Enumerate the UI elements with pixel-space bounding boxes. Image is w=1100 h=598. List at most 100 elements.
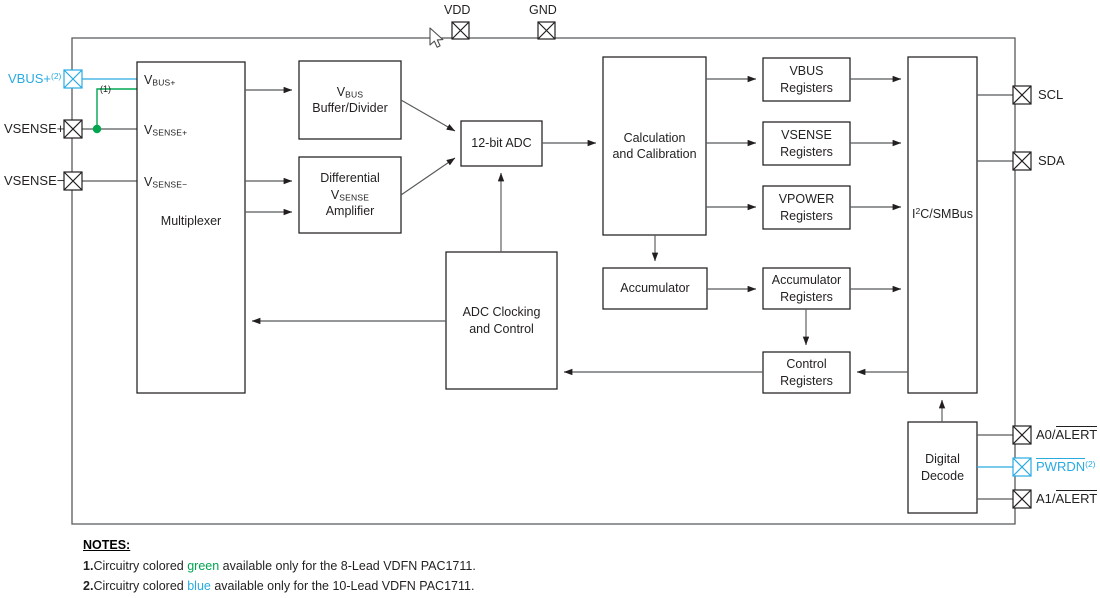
pad-vbus-plus bbox=[63, 69, 83, 89]
diff-amp-line2: VSENSE bbox=[331, 187, 369, 204]
adc-clocking-box bbox=[445, 251, 558, 390]
mux-input-label-vsense-minus: VSENSE− bbox=[144, 175, 187, 191]
vsense-reg-line2: Registers bbox=[780, 144, 833, 159]
a1-overline-alert: ALERT bbox=[1055, 490, 1098, 506]
note-2-number: 2. bbox=[83, 579, 94, 593]
diff-amp-sub: SENSE bbox=[339, 192, 370, 203]
vbus-reg-line1: VBUS bbox=[789, 64, 824, 79]
a0-prefix: A0/ bbox=[1036, 427, 1056, 442]
note-item-2: 2.Circuitry colored blue available only … bbox=[83, 579, 474, 593]
pin-label-pwrdn: PWRDN(2) bbox=[1036, 458, 1096, 474]
vbus-buffer-v: V bbox=[336, 84, 346, 99]
mux-in0-base: V bbox=[144, 73, 153, 87]
decode-pad-leads bbox=[977, 434, 1013, 500]
adc-clocking-line2: and Control bbox=[469, 321, 534, 336]
analog-to-adc-arrows bbox=[400, 99, 456, 196]
calculation-line2: and Calibration bbox=[612, 147, 697, 161]
pwrdn-overline: PWRDN bbox=[1036, 458, 1086, 474]
accumulator-label: Accumulator bbox=[620, 281, 690, 296]
diff-amp-line3: Amplifier bbox=[325, 204, 375, 219]
vbus-buffer-divider-label: VBUS Buffer/Divider bbox=[299, 61, 401, 139]
calculation-to-registers-arrows bbox=[706, 75, 757, 211]
mux-in1-base: V bbox=[144, 123, 153, 137]
vbus-reg-line2: Registers bbox=[780, 80, 833, 95]
vbus-buffer-divider-box bbox=[298, 60, 402, 140]
ctrl-reg-line1: Control bbox=[786, 357, 827, 372]
pad-gnd bbox=[537, 21, 556, 40]
digital-decode-box bbox=[907, 421, 978, 514]
pin-label-scl: SCL bbox=[1038, 87, 1064, 102]
note-1-post: available only for the 8-Lead VDFN PAC17… bbox=[219, 559, 476, 573]
pad-sda bbox=[1012, 151, 1032, 171]
pad-vsense-plus bbox=[63, 119, 83, 139]
mux-output-arrows bbox=[245, 86, 293, 216]
control-registers-box bbox=[762, 351, 851, 394]
pad-pwrdn bbox=[1012, 457, 1032, 477]
adc-box bbox=[460, 120, 543, 167]
pin-label-gnd: GND bbox=[529, 3, 557, 17]
digital-decode-line1: Digital bbox=[925, 452, 960, 467]
digital-decode-line2: Decode bbox=[920, 468, 965, 483]
pad-scl bbox=[1012, 85, 1032, 105]
adc-clocking-label: ADC Clocking and Control bbox=[446, 252, 557, 389]
a1-prefix: A1/ bbox=[1036, 491, 1056, 506]
pin-label-vbus-plus-text: VBUS+ bbox=[8, 71, 51, 86]
pad-a0-alert bbox=[1012, 425, 1032, 445]
pin-label-vdd: VDD bbox=[444, 3, 471, 17]
mux-in2-sub: SENSE− bbox=[152, 179, 188, 190]
pin-label-vbus-plus: VBUS+(2) bbox=[8, 71, 61, 86]
calculation-label: Calculation and Calibration bbox=[603, 57, 706, 235]
note-2-pre: Circuitry colored bbox=[93, 579, 188, 593]
pin-label-vsense-minus: VSENSE− bbox=[4, 173, 65, 188]
i2c-sup: 2 bbox=[915, 206, 921, 217]
adc-label: 12-bit ADC bbox=[471, 136, 532, 151]
accumulator-box bbox=[602, 267, 708, 310]
differential-vsense-amplifier-box bbox=[298, 156, 402, 234]
i2c-smbus-label: I2C/SMBus bbox=[908, 204, 977, 224]
differential-vsense-amplifier-label: Differential VSENSE Amplifier bbox=[299, 157, 401, 233]
diff-amp-line1: Differential bbox=[320, 171, 380, 186]
vbus-buffer-sub: BUS bbox=[345, 89, 364, 100]
vsense-reg-line1: VSENSE bbox=[781, 128, 832, 143]
acc-reg-line1: Accumulator bbox=[771, 273, 842, 288]
vbus-buffer-line2: Buffer/Divider bbox=[312, 101, 388, 116]
notes-heading: NOTES: bbox=[83, 538, 131, 552]
vsense-registers-label: VSENSE Registers bbox=[763, 122, 850, 165]
note-2-color-word: blue bbox=[187, 579, 211, 593]
pin-label-a1-alert: A1/ALERT bbox=[1036, 490, 1098, 506]
note-1-pre: Circuitry colored bbox=[93, 559, 188, 573]
vpower-reg-line1: VPOWER bbox=[778, 192, 835, 207]
mux-in1-sub: SENSE+ bbox=[152, 127, 188, 138]
mux-input-label-vbus-plus: VBUS+ bbox=[144, 73, 176, 89]
pad-vdd bbox=[451, 21, 470, 40]
pad-a1-alert bbox=[1012, 489, 1032, 509]
a0-overline-alert: ALERT bbox=[1055, 426, 1098, 442]
pin-label-sda: SDA bbox=[1038, 153, 1065, 168]
pin-label-a0-alert: A0/ALERT bbox=[1036, 426, 1098, 442]
note-2-post: available only for the 10-Lead VDFN PAC1… bbox=[210, 579, 475, 593]
acc-reg-line2: Registers bbox=[780, 289, 833, 304]
mouse-cursor bbox=[429, 27, 444, 48]
mux-in0-sub: BUS+ bbox=[152, 77, 176, 88]
pad-vsense-minus bbox=[63, 171, 83, 191]
green-note1-trace bbox=[92, 88, 137, 134]
top-pin-leads bbox=[459, 30, 547, 38]
pad-squares bbox=[63, 21, 1032, 509]
vbus-registers-label: VBUS Registers bbox=[763, 58, 850, 101]
mux-input-label-vsense-plus: VSENSE+ bbox=[144, 123, 187, 139]
calculation-line1: Calculation bbox=[623, 130, 686, 145]
mux-in2-base: V bbox=[144, 175, 153, 189]
multiplexer-box bbox=[136, 61, 246, 394]
diff-amp-v: V bbox=[330, 187, 340, 202]
pin-label-vsense-plus: VSENSE+ bbox=[4, 121, 65, 136]
chip-boundary bbox=[71, 37, 1016, 525]
note-item-1: 1.Circuitry colored green available only… bbox=[83, 559, 476, 573]
note-1-color-word: green bbox=[187, 559, 220, 573]
note-1-number: 1. bbox=[83, 559, 94, 573]
digital-decode-label: Digital Decode bbox=[908, 422, 977, 513]
i2c-pad-leads bbox=[977, 94, 1013, 162]
calculation-box bbox=[602, 56, 707, 236]
i2c-i: I bbox=[911, 206, 916, 221]
